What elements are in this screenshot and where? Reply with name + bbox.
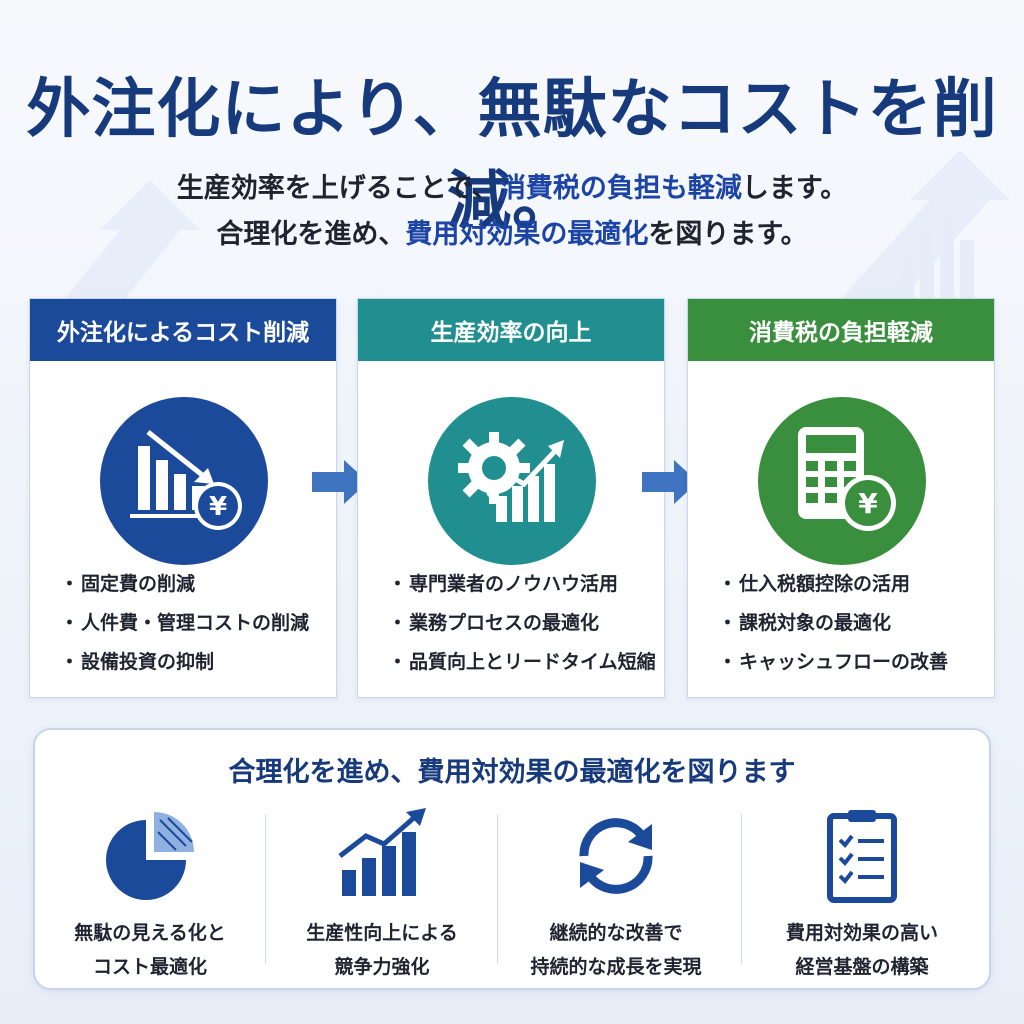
arrow-right-icon (642, 460, 698, 504)
summary-item-management-base: 費用対効果の高い 経営基盤の構築 (747, 806, 977, 978)
summary-item-text: 継続的な改善で 持続的な成長を実現 (501, 916, 731, 984)
list-item: 人件費・管理コストの削減 (60, 608, 309, 635)
summary-item-text: 費用対効果の高い 経営基盤の構築 (747, 916, 977, 984)
subtitle-2-highlight: 費用対効果の最適化 (405, 219, 649, 250)
gear-growth-chart-icon (428, 397, 596, 565)
page-title: 外注化により、無駄なコストを削減。 (26, 73, 998, 239)
list-item: 専門業者のノウハウ活用 (388, 569, 656, 596)
growth-bar-chart-icon (338, 808, 426, 896)
subtitle-2-pre: 合理化を進め、 (216, 219, 406, 250)
subtitle-2-post: を図ります。 (648, 219, 808, 250)
divider (741, 814, 742, 964)
list-item: 設備投資の抑制 (60, 647, 309, 674)
bar-chart-down-yen-icon: ¥ (100, 397, 268, 565)
summary-item-text: 生産性向上による 競争力強化 (267, 916, 497, 984)
summary-item-line: 無駄の見える化と (74, 922, 226, 944)
arrow-right-icon (312, 460, 368, 504)
pie-chart-icon (106, 812, 194, 900)
divider (497, 814, 498, 964)
summary-item-line: 生産性向上による (306, 922, 458, 944)
subtitle-1-post: します。 (741, 173, 848, 204)
subtitle-line-2: 合理化を進め、費用対効果の最適化を図ります。 (0, 212, 1024, 251)
svg-text:¥: ¥ (209, 492, 227, 522)
summary-item-line: 持続的な成長を実現 (530, 956, 702, 978)
card-tax-reduction-list: 仕入税額控除の活用 課税対象の最適化 キャッシュフローの改善 (718, 569, 948, 686)
summary-item-line: コスト最適化 (92, 956, 207, 978)
summary-item-line: 費用対効果の高い (785, 922, 938, 944)
card-productivity: 生産効率の向上 専門業者のノウハウ活用 業務プロセスの最適化 品質向 (357, 298, 665, 698)
divider (265, 814, 266, 964)
subtitle-1-pre: 生産効率を上げることで、 (176, 173, 499, 204)
summary-item-improvement: 継続的な改善で 持続的な成長を実現 (501, 806, 731, 978)
card-productivity-list: 専門業者のノウハウ活用 業務プロセスの最適化 品質向上とリードタイム短縮 (388, 569, 656, 686)
card-cost-reduction-list: 固定費の削減 人件費・管理コストの削減 設備投資の抑制 (60, 569, 309, 686)
list-item: 業務プロセスの最適化 (388, 608, 656, 635)
card-productivity-title: 生産効率の向上 (358, 299, 664, 361)
summary-item-text: 無駄の見える化と コスト最適化 (35, 916, 265, 984)
summary-title: 合理化を進め、費用対効果の最適化を図ります (228, 757, 796, 788)
calculator-yen-icon: ¥ (758, 397, 926, 565)
summary-item-line: 競争力強化 (334, 956, 430, 978)
svg-text:¥: ¥ (858, 487, 878, 520)
list-item: 固定費の削減 (60, 569, 309, 596)
card-cost-reduction: 外注化によるコスト削減 ¥ 固定費の削減 人件費・管理コストの削減 設備投資の抑… (29, 298, 337, 698)
summary-item-line: 継続的な改善で (549, 922, 683, 944)
refresh-cycle-icon (579, 818, 653, 894)
list-item: 課税対象の最適化 (718, 608, 948, 635)
card-tax-reduction: 消費税の負担軽減 ¥ 仕入税額控除の活用 課税対象の最適化 キャッシュフローの改… (687, 298, 995, 698)
list-item: キャッシュフローの改善 (718, 647, 948, 674)
subtitle-1-highlight: 消費税の負担も軽減 (498, 173, 742, 204)
card-tax-reduction-title: 消費税の負担軽減 (688, 299, 994, 361)
summary-item-visualization: 無駄の見える化と コスト最適化 (35, 806, 265, 978)
list-item: 品質向上とリードタイム短縮 (388, 647, 656, 674)
summary-item-competitiveness: 生産性向上による 競争力強化 (267, 806, 497, 978)
card-cost-reduction-title: 外注化によるコスト削減 (30, 299, 336, 361)
list-item: 仕入税額控除の活用 (718, 569, 948, 596)
subtitle-line-1: 生産効率を上げることで、消費税の負担も軽減します。 (0, 166, 1024, 205)
clipboard-checklist-icon (827, 810, 897, 903)
summary-panel: 合理化を進め、費用対効果の最適化を図ります 無駄の見える化と コスト最適化 (33, 728, 991, 990)
summary-item-line: 経営基盤の構築 (795, 956, 929, 978)
